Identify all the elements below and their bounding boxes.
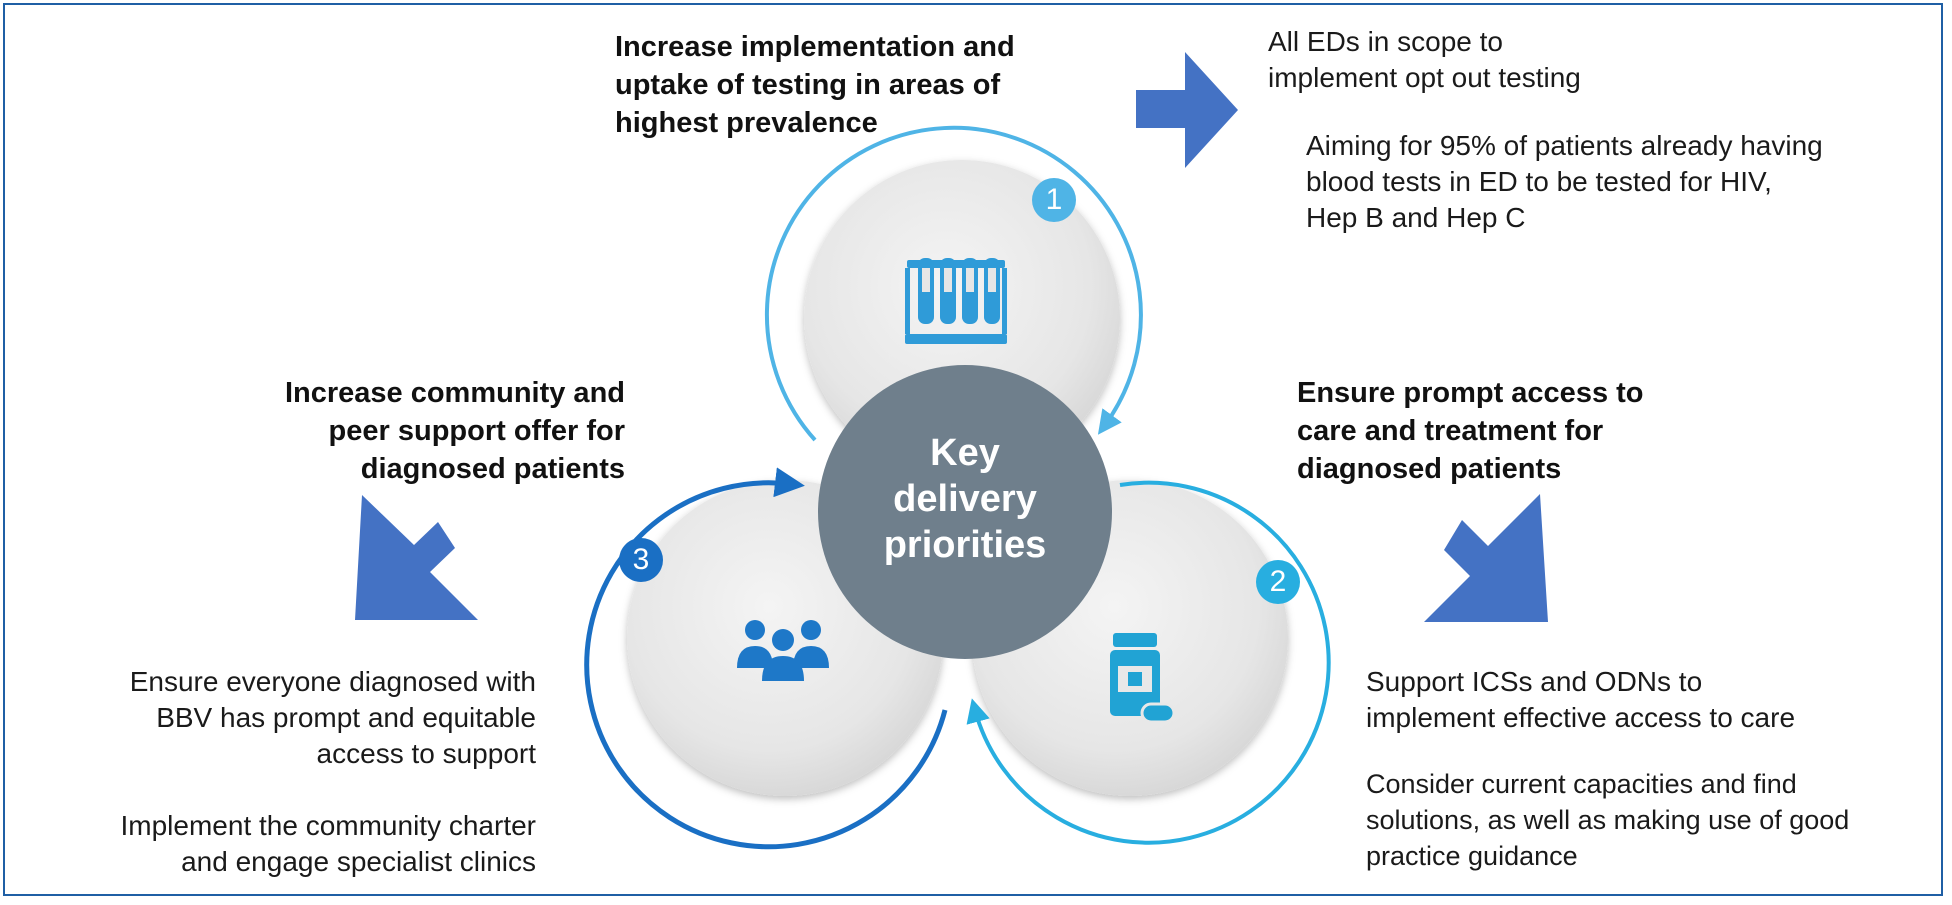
badge-3-number: 3	[632, 543, 650, 576]
priority-1-point-2-line-1: Aiming for 95% of patients already havin…	[1306, 130, 1823, 161]
priority-1-heading-line-3: highest prevalence	[615, 107, 878, 139]
priority-2-point-2: Consider current capacities and find sol…	[1366, 766, 1849, 874]
center-label-line-1: Key	[930, 432, 1000, 474]
priority-3-heading-line-2: peer support offer for	[328, 415, 625, 447]
arrow-down-left-priority-3	[355, 495, 478, 620]
priority-2-point-2-line-1: Consider current capacities and find	[1366, 769, 1797, 799]
center-label-line-2: delivery	[893, 478, 1037, 520]
priority-2-point-1-line-2: implement effective access to care	[1366, 702, 1796, 733]
priority-2-heading-line-2: care and treatment for	[1297, 415, 1604, 447]
priority-3-point-1-line-2: BBV has prompt and equitable	[156, 702, 536, 733]
priority-3-point-1: Ensure everyone diagnosed with BBV has p…	[40, 664, 536, 772]
arrow-down-right-priority-2	[1424, 494, 1548, 622]
people-group-icon	[737, 620, 829, 681]
badge-1-number: 1	[1045, 183, 1063, 216]
priority-3-ring	[584, 467, 948, 850]
priority-1-heading-line-2: uptake of testing in areas of	[615, 69, 1001, 101]
center-label-line-3: priorities	[883, 524, 1047, 566]
priority-3-point-2-line-2: and engage specialist clinics	[181, 846, 536, 877]
priority-1-heading: Increase implementation and uptake of te…	[615, 28, 1015, 142]
test-tubes-icon	[905, 258, 1007, 344]
medicine-bottle-icon	[1110, 633, 1176, 724]
diagram-frame	[3, 3, 1943, 896]
badge-2-number: 2	[1269, 565, 1287, 598]
priority-2-ring	[966, 480, 1331, 845]
priority-2-heading: Ensure prompt access to care and treatme…	[1297, 374, 1644, 488]
badge-2	[1256, 560, 1300, 604]
priority-1-ring	[764, 125, 1143, 442]
priority-2-heading-line-1: Ensure prompt access to	[1297, 377, 1644, 409]
center-circle	[818, 365, 1112, 659]
priority-3-heading-line-1: Increase community and	[284, 377, 625, 409]
badge-3	[619, 538, 663, 582]
priority-3-point-2: Implement the community charter and enga…	[30, 808, 537, 880]
priority-2-heading-line-3: diagnosed patients	[1297, 453, 1562, 485]
priority-3-heading: Increase community and peer support offe…	[190, 374, 625, 488]
priority-2-point-1-line-1: Support ICSs and ODNs to	[1366, 666, 1703, 697]
priority-3-point-1-line-3: access to support	[316, 738, 536, 769]
priority-3-heading-line-3: diagnosed patients	[360, 453, 625, 485]
arrow-right-priority-1	[1136, 52, 1238, 168]
priority-1-point-1: All EDs in scope to implement opt out te…	[1268, 24, 1581, 96]
priority-3-point-1-line-1: Ensure everyone diagnosed with	[129, 666, 536, 697]
priority-1-point-1-line-1: All EDs in scope to	[1268, 26, 1503, 57]
priority-1-point-2-line-2: blood tests in ED to be tested for HIV,	[1306, 166, 1772, 197]
priority-1-point-2-line-3: Hep B and Hep C	[1306, 202, 1526, 233]
center-label: Key delivery priorities	[820, 430, 1110, 568]
priority-2-point-2-line-3: practice guidance	[1366, 841, 1578, 871]
priority-1-point-2: Aiming for 95% of patients already havin…	[1306, 128, 1823, 236]
priority-2-point-2-line-2: solutions, as well as making use of good	[1366, 805, 1850, 835]
priority-1-heading-line-1: Increase implementation and	[615, 31, 1015, 63]
priority-2-point-1: Support ICSs and ODNs to implement effec…	[1366, 664, 1795, 736]
badge-1	[1032, 178, 1076, 222]
priority-1-point-1-line-2: implement opt out testing	[1268, 62, 1581, 93]
priority-3-point-2-line-1: Implement the community charter	[120, 810, 537, 841]
